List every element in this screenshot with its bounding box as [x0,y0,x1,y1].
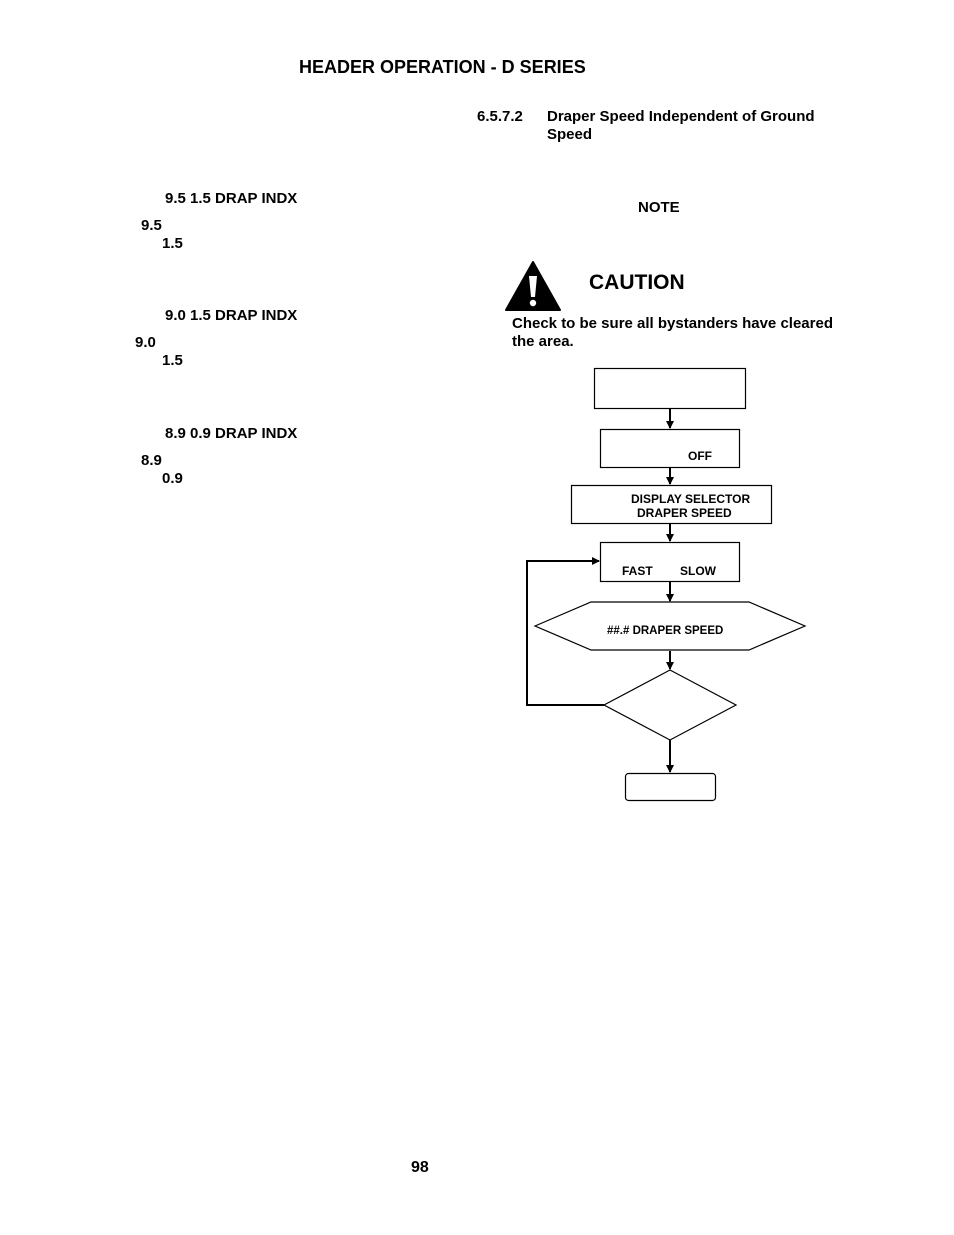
flow-decision-diamond [602,669,738,741]
flow-step-1-box [593,367,747,410]
section-number: 6.5.7.2 [477,108,523,125]
section-title-line1: Draper Speed Independent of Ground [547,108,815,125]
flow-step-4-box [599,541,741,583]
warning-exclamation-triangle-icon [505,261,561,311]
page-header-title: HEADER OPERATION - D SERIES [299,57,586,77]
value-b-1: 1.5 [162,235,183,252]
value-a-2: 9.0 [135,334,156,351]
caution-text-line2: the area. [512,333,574,350]
value-b-3: 0.9 [162,470,183,487]
flow-step-4-slow-label: SLOW [680,564,717,578]
display-readout-2: 9.0 1.5 DRAP INDX [165,307,298,324]
section-title-line2: Speed [547,126,593,143]
value-b-2: 1.5 [162,352,183,369]
flow-display-label: ##.# DRAPER SPEED [607,625,723,637]
flow-step-2-box [599,428,741,469]
display-readout-3: 8.9 0.9 DRAP INDX [165,425,298,442]
flow-step-2-off-label: OFF [688,449,712,463]
caution-title: CAUTION [589,271,685,294]
flow-end-box [624,772,717,802]
flow-step-3-box [570,484,773,525]
flow-step-3-line2: DRAPER SPEED [637,506,732,520]
flow-step-3-line1: DISPLAY SELECTOR [631,492,750,506]
note-label: NOTE [638,199,680,216]
flow-loop-back-arrow [526,557,604,706]
page-number: 98 [411,1159,429,1176]
value-a-1: 9.5 [141,217,162,234]
flow-display-hexagon [533,601,807,651]
value-a-3: 8.9 [141,452,162,469]
caution-text-line1: Check to be sure all bystanders have cle… [512,315,833,332]
flow-step-4-fast-label: FAST [622,564,653,578]
display-readout-1: 9.5 1.5 DRAP INDX [165,190,298,207]
